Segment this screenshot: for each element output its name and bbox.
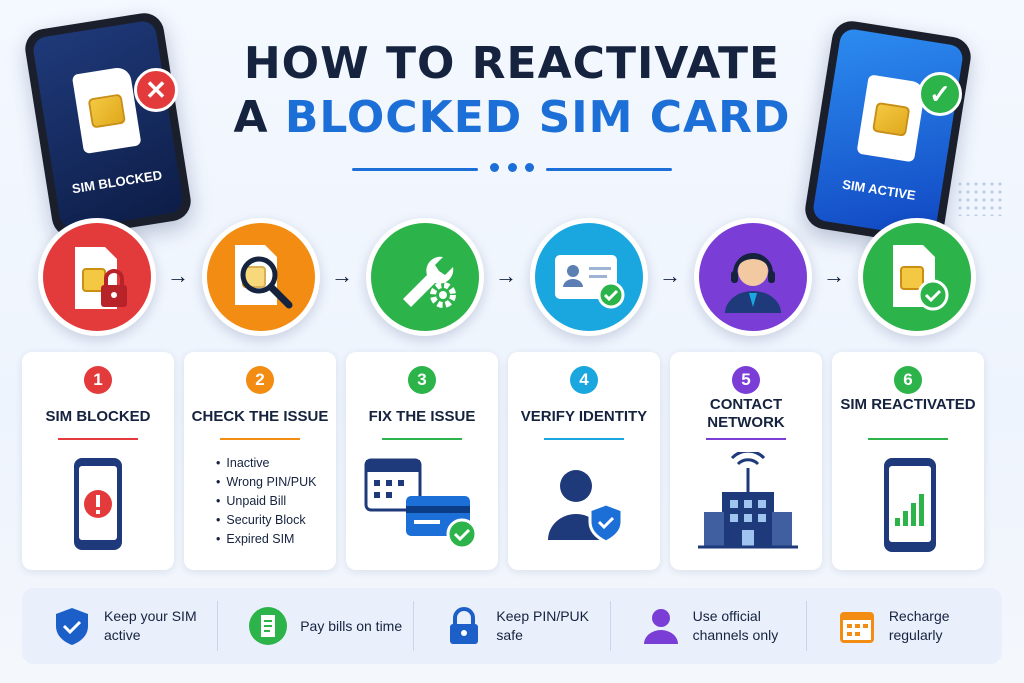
support-agent-icon (725, 253, 781, 313)
flow-arrow-icon: → (495, 263, 517, 288)
step-1-circle (38, 218, 156, 336)
sim-card-icon (71, 65, 142, 155)
tip-text: Pay bills on time (300, 617, 403, 634)
list-item: Unpaid Bill (216, 492, 316, 511)
page-title-line-1: HOW TO REACTIVATE (243, 38, 781, 89)
phone-label-blocked: SIM BLOCKED (70, 167, 164, 197)
step-3-card: 3 FIX THE ISSUE (346, 352, 498, 570)
divider (868, 438, 948, 440)
step-title: SIM BLOCKED (45, 408, 151, 425)
step-5-card: 5 CONTACT NETWORK (670, 352, 822, 570)
title-dots (490, 163, 534, 172)
step-title: FIX THE ISSUE (368, 408, 476, 425)
step-title: CONTACT NETWORK (707, 396, 785, 431)
user-shield-icon (548, 470, 624, 544)
divider (706, 438, 786, 440)
divider (544, 438, 624, 440)
locked-sim-icon (75, 247, 127, 309)
step-number: 3 (408, 366, 436, 394)
active-sim-icon (893, 245, 949, 311)
step-2-card: 2 CHECK THE ISSUE Inactive Wrong PIN/PUK… (184, 352, 336, 570)
tip-item: Keep your SIM active (22, 601, 217, 651)
step-title: VERIFY IDENTITY (520, 408, 648, 425)
tip-text: Use official channels only (692, 608, 779, 643)
network-building-icon (698, 452, 798, 549)
flow-arrow-icon: → (823, 263, 845, 288)
title-prefix: A (233, 92, 269, 143)
divider (382, 438, 462, 440)
error-x-icon: ✕ (134, 68, 178, 112)
bill-icon (248, 606, 288, 646)
step-number: 5 (732, 366, 760, 394)
shield-check-icon (52, 606, 92, 646)
calendar-icon (837, 606, 877, 646)
id-card-check-icon (555, 255, 625, 309)
phone-label-active: SIM ACTIVE (841, 176, 917, 203)
step-number: 4 (570, 366, 598, 394)
step-2-circle (202, 218, 320, 336)
step-5-circle (694, 218, 812, 336)
step-4-card: 4 VERIFY IDENTITY (508, 352, 660, 570)
page-title-line-2: A BLOCKED SIM CARD (0, 92, 1024, 143)
sim-card-icon (856, 74, 927, 163)
step-number: 2 (246, 366, 274, 394)
padlock-icon (444, 606, 484, 646)
title-highlight: BLOCKED SIM CARD (284, 92, 791, 143)
tip-item: Use official channels only (609, 601, 806, 651)
step-6-circle (858, 218, 976, 336)
phone-signal-icon (884, 458, 936, 552)
sim-magnifier-icon (235, 245, 293, 309)
list-item: Expired SIM (216, 530, 316, 549)
tip-item: Recharge regularly (805, 601, 1002, 651)
step-6-card: 6 SIM REACTIVATED (832, 352, 984, 570)
flow-arrow-icon: → (331, 263, 353, 288)
divider (220, 438, 300, 440)
step-1-card: 1 SIM BLOCKED (22, 352, 174, 570)
title-underline-left (352, 168, 478, 171)
step-title: CHECK THE ISSUE (191, 408, 329, 425)
success-check-icon: ✓ (918, 72, 962, 116)
tip-item: Pay bills on time (217, 601, 413, 651)
tip-text: Keep your SIM active (104, 608, 197, 643)
tips-bar: Keep your SIM active Pay bills on time K… (22, 588, 1002, 664)
step-title: SIM REACTIVATED (840, 396, 976, 413)
divider (58, 438, 138, 440)
calendar-card-check-icon (364, 458, 478, 550)
wrench-gear-icon (403, 256, 456, 308)
flow-arrow-icon: → (167, 263, 189, 288)
list-item: Wrong PIN/PUK (216, 473, 316, 492)
phone-alert-icon (74, 458, 122, 550)
step-number: 6 (894, 366, 922, 394)
tip-item: Keep PIN/PUK safe (413, 601, 609, 651)
tip-text: Keep PIN/PUK safe (496, 608, 590, 643)
flow-arrow-icon: → (659, 263, 681, 288)
issue-list: Inactive Wrong PIN/PUK Unpaid Bill Secur… (216, 454, 316, 549)
list-item: Inactive (216, 454, 316, 473)
step-3-circle (366, 218, 484, 336)
tip-text: Recharge regularly (888, 608, 950, 643)
decorative-dots (956, 180, 1004, 216)
title-underline-right (546, 168, 672, 171)
user-icon (641, 606, 681, 646)
list-item: Security Block (216, 511, 316, 530)
step-number: 1 (84, 366, 112, 394)
step-4-circle (530, 218, 648, 336)
